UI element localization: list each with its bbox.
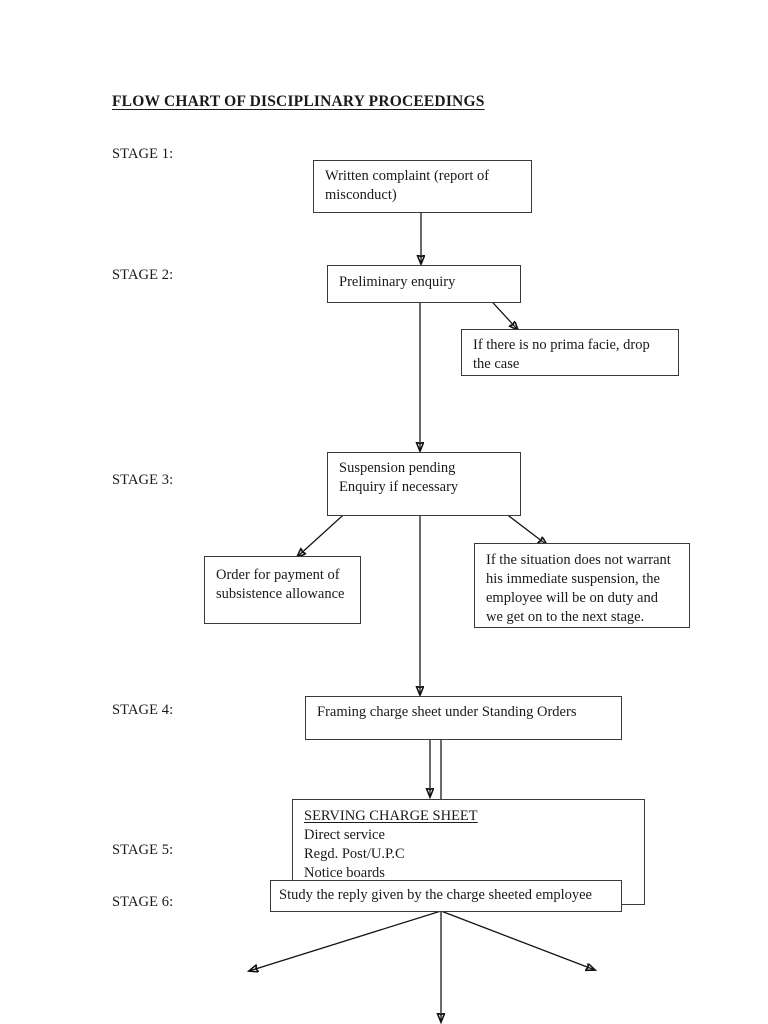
node-line: Order for payment of — [216, 567, 340, 583]
node-line: Notice boards — [304, 865, 385, 882]
node-line: If the situation does not warrant — [486, 552, 671, 568]
node-line: Enquiry if necessary — [339, 479, 459, 496]
node-line: Regd. Post/U.P.C — [304, 846, 405, 863]
node-line: Direct service — [304, 827, 385, 844]
stage-label-3: STAGE 3: — [112, 472, 174, 488]
node-heading: SERVING CHARGE SHEET — [304, 808, 478, 824]
node-line: Preliminary enquiry — [339, 274, 456, 290]
stage-label-4: STAGE 4: — [112, 702, 174, 718]
edge-study-to-left — [249, 910, 442, 971]
node-line: the case — [473, 356, 520, 373]
node-line: subsistence allowance — [216, 586, 345, 603]
node-line: employee will be on duty and — [486, 590, 658, 607]
node-line: misconduct) — [325, 187, 397, 204]
node-line: we get on to the next stage. — [486, 609, 645, 626]
node-study-reply[interactable]: Study the reply given by the charge shee… — [270, 880, 622, 912]
node-line: Framing charge sheet under Standing Orde… — [317, 704, 577, 720]
node-line: Study the reply given by the charge shee… — [279, 887, 592, 903]
node-subsistence-allowance[interactable]: Order for payment of subsistence allowan… — [204, 556, 361, 624]
node-framing-charge-sheet[interactable]: Framing charge sheet under Standing Orde… — [305, 696, 622, 740]
stage-label-2: STAGE 2: — [112, 267, 174, 283]
node-written-complaint[interactable]: Written complaint (report of misconduct) — [313, 160, 532, 213]
node-preliminary-enquiry[interactable]: Preliminary enquiry — [327, 265, 521, 303]
node-line: If there is no prima facie, drop — [473, 337, 650, 353]
stage-label-6: STAGE 6: — [112, 894, 174, 910]
node-suspension-pending[interactable]: Suspension pending Enquiry if necessary — [327, 452, 521, 516]
node-no-prima-facie[interactable]: If there is no prima facie, drop the cas… — [461, 329, 679, 376]
edge-study-to-right — [440, 910, 595, 970]
node-line: his immediate suspension, the — [486, 571, 660, 588]
node-line: Written complaint (report of — [325, 168, 490, 184]
page-title: FLOW CHART OF DISCIPLINARY PROCEEDINGS — [112, 93, 485, 110]
node-no-warrant-suspension[interactable]: If the situation does not warrant his im… — [474, 543, 690, 628]
stage-label-5: STAGE 5: — [112, 842, 174, 858]
stage-label-1: STAGE 1: — [112, 146, 174, 162]
node-line: Suspension pending — [339, 460, 456, 476]
